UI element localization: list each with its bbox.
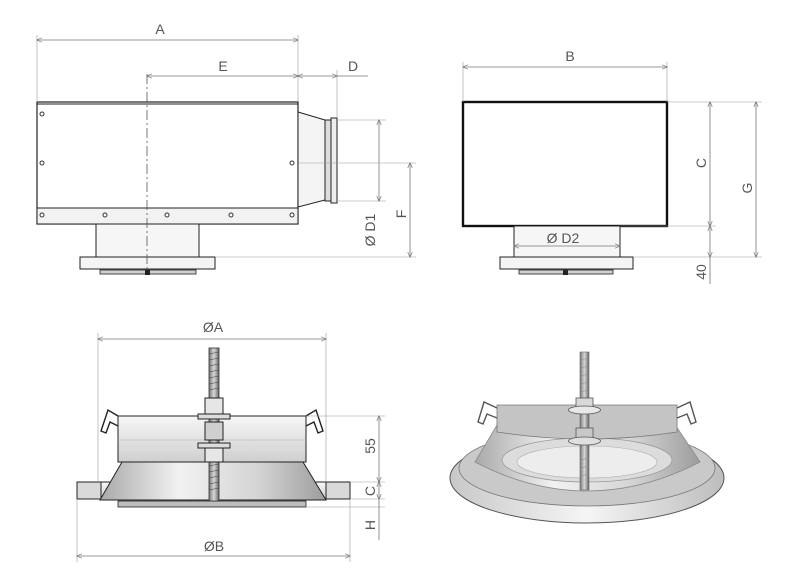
dim-label-b: B <box>565 48 574 64</box>
dim-label-phi-b: ØB <box>204 538 224 554</box>
profile-bottom-plate <box>117 500 307 508</box>
dim-label-f: F <box>393 210 409 219</box>
profile-mid-nut <box>204 421 224 441</box>
dim-label-phi-a: ØA <box>203 319 224 335</box>
profile-clip-right <box>305 408 324 434</box>
damper-profile-view: ØA ØB 55 C H <box>77 319 385 562</box>
dim-label-d2: Ø D2 <box>547 230 580 246</box>
front-flange <box>79 256 216 270</box>
dish-clip-right <box>676 401 697 425</box>
dish-rod <box>579 351 590 491</box>
side-view: B Ø D2 C 40 G <box>461 48 762 284</box>
profile-upper-washer <box>197 413 231 420</box>
dim-label-h: H <box>362 520 378 530</box>
damper-3d-view <box>449 351 725 524</box>
profile-lower-washer <box>197 442 231 449</box>
side-outlet <box>297 111 338 208</box>
front-view: A E D Ø D1 F <box>36 21 416 275</box>
dish-lower-washer <box>568 436 601 446</box>
front-nut <box>145 270 150 275</box>
dim-label-g: G <box>739 183 755 194</box>
dish-upper-washer <box>568 405 601 415</box>
dim-label-d1: Ø D1 <box>362 213 378 246</box>
front-screws <box>39 111 295 218</box>
dish-clip-left <box>477 401 498 425</box>
dim-label-a: A <box>155 21 165 37</box>
dim-label-e: E <box>218 58 227 74</box>
dim-label-d: D <box>348 58 358 74</box>
dim-label-40: 40 <box>693 264 709 280</box>
front-collar <box>95 223 200 259</box>
side-box <box>461 100 669 228</box>
dim-label-c-side: C <box>693 158 709 168</box>
side-nut <box>563 270 568 275</box>
front-box <box>36 101 299 225</box>
dim-label-c-bottom: C <box>362 486 378 496</box>
dim-label-55: 55 <box>362 438 378 454</box>
side-flange <box>499 256 634 270</box>
profile-upper-nut <box>204 397 224 417</box>
profile-lower-nut <box>204 447 224 463</box>
profile-clip-left <box>100 408 119 434</box>
